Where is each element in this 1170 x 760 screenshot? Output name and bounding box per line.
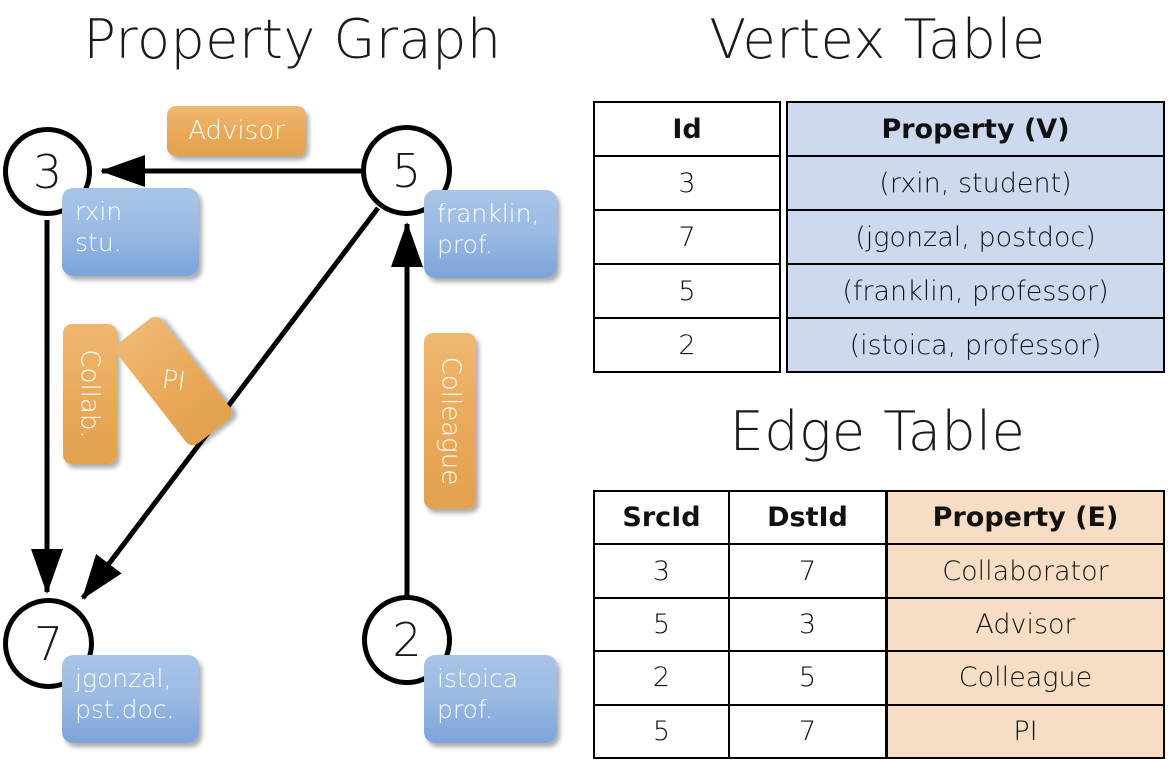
table-row[interactable]: 3 7 (593, 543, 887, 599)
vertex-property-cell: (istoica, professor) (786, 317, 1165, 373)
edge-srcid-cell: 5 (593, 703, 730, 760)
edge-table-header-property: Property (E) (886, 489, 1165, 546)
table-header-row: SrcId DstId (593, 489, 887, 546)
table-row[interactable]: 5 7 (593, 703, 887, 760)
edge-line-pi (81, 206, 380, 600)
table-row[interactable]: PI (886, 703, 1165, 760)
table-header-row: Property (V) (786, 101, 1165, 157)
vertex-table-id-column: Id 3 7 5 2 (593, 101, 781, 373)
edge-property-box-collab[interactable]: Collab. (63, 324, 117, 464)
vertex-property-box-5[interactable]: franklin, prof. (424, 190, 557, 278)
edge-table-property-column: Property (E) Collaborator Advisor Collea… (886, 489, 1165, 760)
page-title-property-graph: Property Graph (83, 8, 502, 71)
edge-property-cell: PI (886, 703, 1165, 760)
edge-property-box-pi-label: PI (160, 364, 188, 398)
graph-node-7-id: 7 (33, 616, 64, 671)
table-header-row: Id (593, 101, 781, 157)
vertex-property-box-2-line1: istoica (437, 664, 519, 693)
edge-dstid-cell: 7 (728, 703, 887, 760)
table-row[interactable]: 2 5 (593, 650, 887, 706)
table-row[interactable]: (franklin, professor) (786, 263, 1165, 319)
vertex-property-box-7[interactable]: jgonzal, pst.doc. (62, 655, 199, 743)
vertex-property-box-3[interactable]: rxin stu. (62, 188, 199, 276)
edge-property-box-advisor-label: Advisor (188, 116, 285, 146)
vertex-table-property-column: Property (V) (rxin, student) (jgonzal, p… (786, 101, 1165, 373)
edge-table-header-srcid: SrcId (593, 489, 730, 546)
edge-property-cell: Colleague (886, 650, 1165, 706)
edge-property-box-advisor[interactable]: Advisor (167, 106, 306, 156)
property-graph-diagram: 3 5 7 2 rxin stu. franklin, prof. jgonza… (3, 106, 557, 743)
table-row[interactable]: (istoica, professor) (786, 317, 1165, 373)
page-title-edge-table: Edge Table (729, 400, 1026, 463)
table-header-row: Property (E) (886, 489, 1165, 546)
table-row[interactable]: Colleague (886, 650, 1165, 706)
vertex-table-header-id: Id (593, 101, 781, 157)
edge-srcid-cell: 3 (593, 543, 730, 599)
vertex-property-box-3-line2: stu. (75, 227, 122, 257)
table-row[interactable]: Collaborator (886, 543, 1165, 599)
edge-property-cell: Advisor (886, 596, 1165, 653)
vertex-id-cell: 5 (593, 263, 781, 319)
vertex-property-box-3-line1: rxin (75, 197, 123, 226)
edge-srcid-cell: 5 (593, 596, 730, 653)
edge-table-header-dstid: DstId (728, 489, 887, 546)
edge-table-src-dst-columns: SrcId DstId 3 7 5 3 2 5 5 7 (593, 489, 887, 760)
vertex-table-header-property: Property (V) (786, 101, 1165, 157)
edge-dstid-cell: 7 (728, 543, 887, 599)
graph-node-2[interactable]: 2 (362, 595, 452, 685)
vertex-id-cell: 2 (593, 317, 781, 373)
vertex-property-box-2[interactable]: istoica prof. (424, 655, 557, 743)
table-row[interactable]: 5 3 (593, 596, 887, 653)
vertex-property-cell: (rxin, student) (786, 155, 1165, 211)
table-row[interactable]: Advisor (886, 596, 1165, 653)
vertex-id-cell: 3 (593, 155, 781, 211)
vertex-id-cell: 7 (593, 209, 781, 265)
graph-node-2-id: 2 (392, 613, 422, 667)
graph-node-3-id: 3 (32, 144, 63, 199)
vertex-property-box-2-line2: prof. (437, 694, 493, 724)
table-row[interactable]: 3 (593, 155, 781, 211)
graph-edges-layer (31, 155, 423, 600)
edge-dstid-cell: 5 (728, 650, 887, 706)
graph-node-5-id: 5 (391, 143, 422, 198)
table-row[interactable]: (jgonzal, postdoc) (786, 209, 1165, 265)
edge-property-box-colleague-label: Colleague (435, 356, 466, 486)
table-row[interactable]: (rxin, student) (786, 155, 1165, 211)
edge-dstid-cell: 3 (728, 596, 887, 653)
edge-property-box-colleague[interactable]: Colleague (424, 333, 476, 509)
graph-node-5[interactable]: 5 (361, 125, 452, 216)
edge-property-box-collab-label: Collab. (75, 349, 105, 439)
vertex-property-box-7-line1: jgonzal, (75, 664, 172, 693)
vertex-property-box-7-line2: pst.doc. (75, 694, 175, 724)
vertex-property-box-5-line2: prof. (437, 229, 493, 259)
table-row[interactable]: 2 (593, 317, 781, 373)
edge-srcid-cell: 2 (593, 650, 730, 706)
vertex-property-cell: (franklin, professor) (786, 263, 1165, 319)
vertex-property-box-5-line1: franklin, (437, 199, 540, 228)
page-title-vertex-table: Vertex Table (709, 8, 1046, 71)
table-row[interactable]: 5 (593, 263, 781, 319)
table-row[interactable]: 7 (593, 209, 781, 265)
edge-property-cell: Collaborator (886, 543, 1165, 599)
vertex-property-cell: (jgonzal, postdoc) (786, 209, 1165, 265)
